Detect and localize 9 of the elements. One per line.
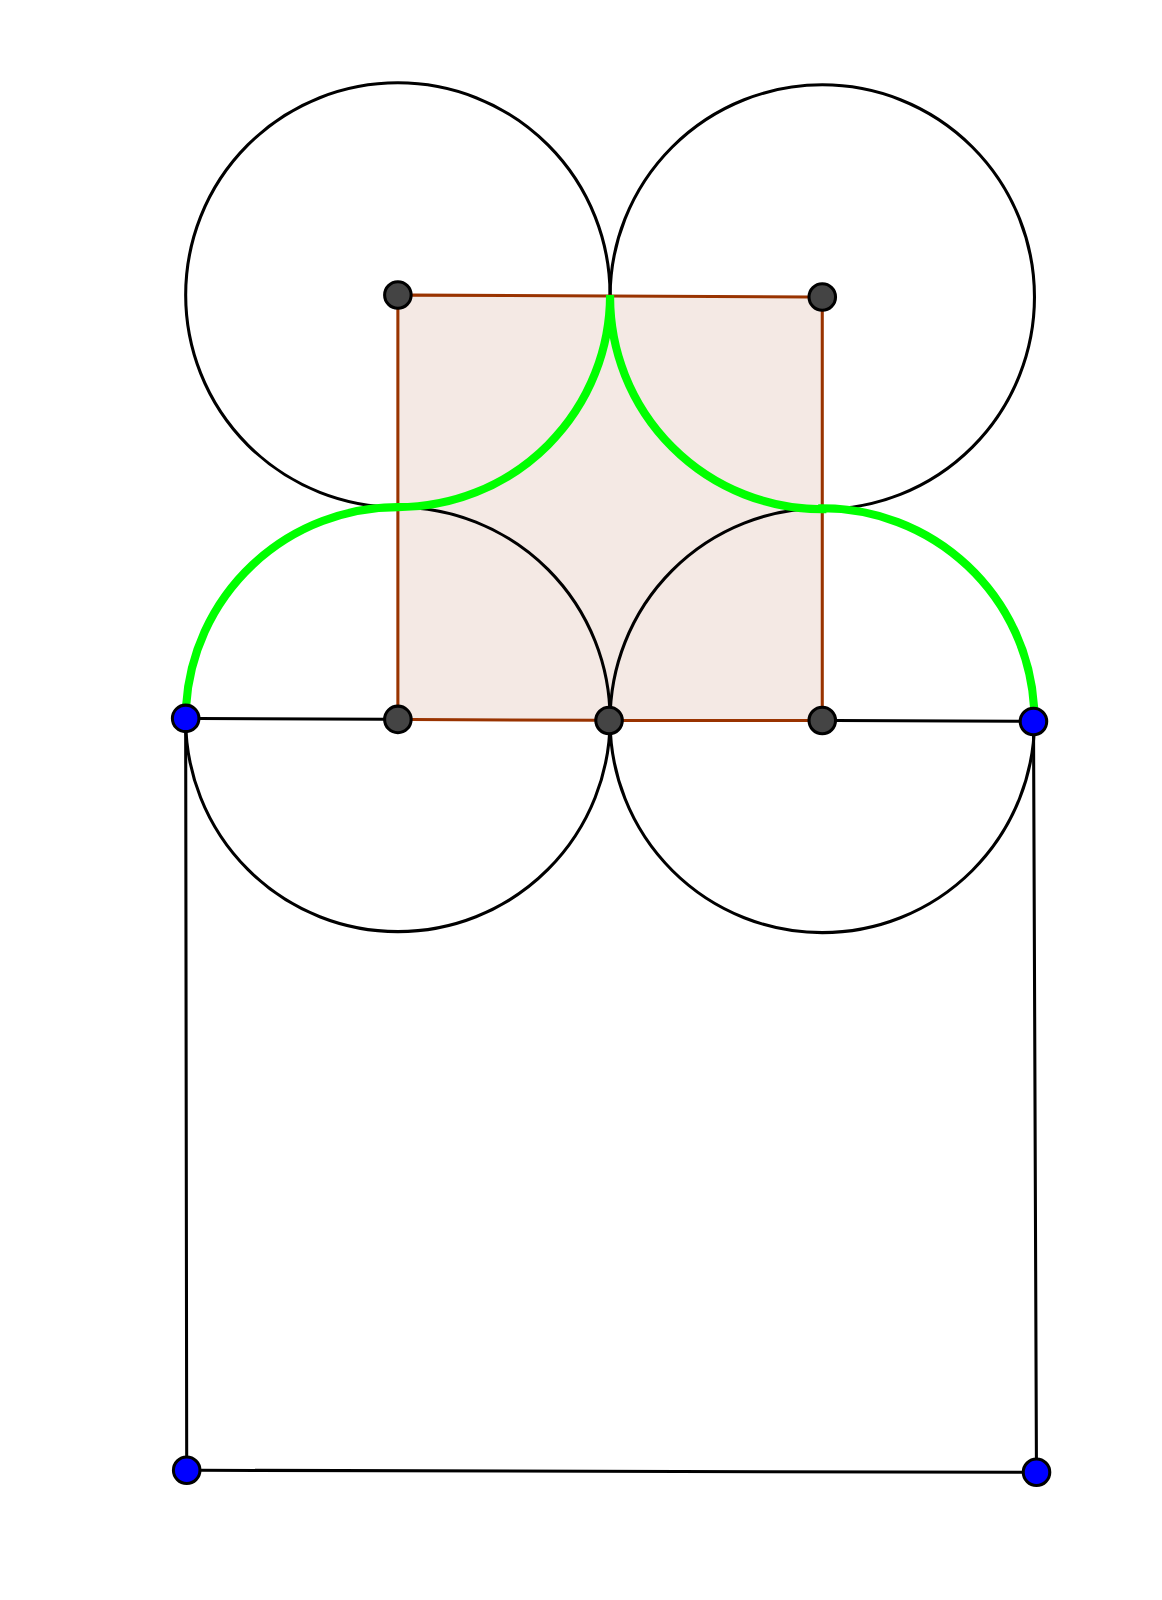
point-marker <box>1021 1457 1052 1488</box>
point-marker <box>383 280 413 310</box>
point-marker <box>383 704 413 735</box>
point-marker <box>170 703 201 734</box>
point-marker <box>1018 706 1049 737</box>
point-marker <box>594 705 624 736</box>
point-marker <box>807 282 838 312</box>
point-marker <box>807 705 838 736</box>
point-marker <box>171 1455 202 1486</box>
